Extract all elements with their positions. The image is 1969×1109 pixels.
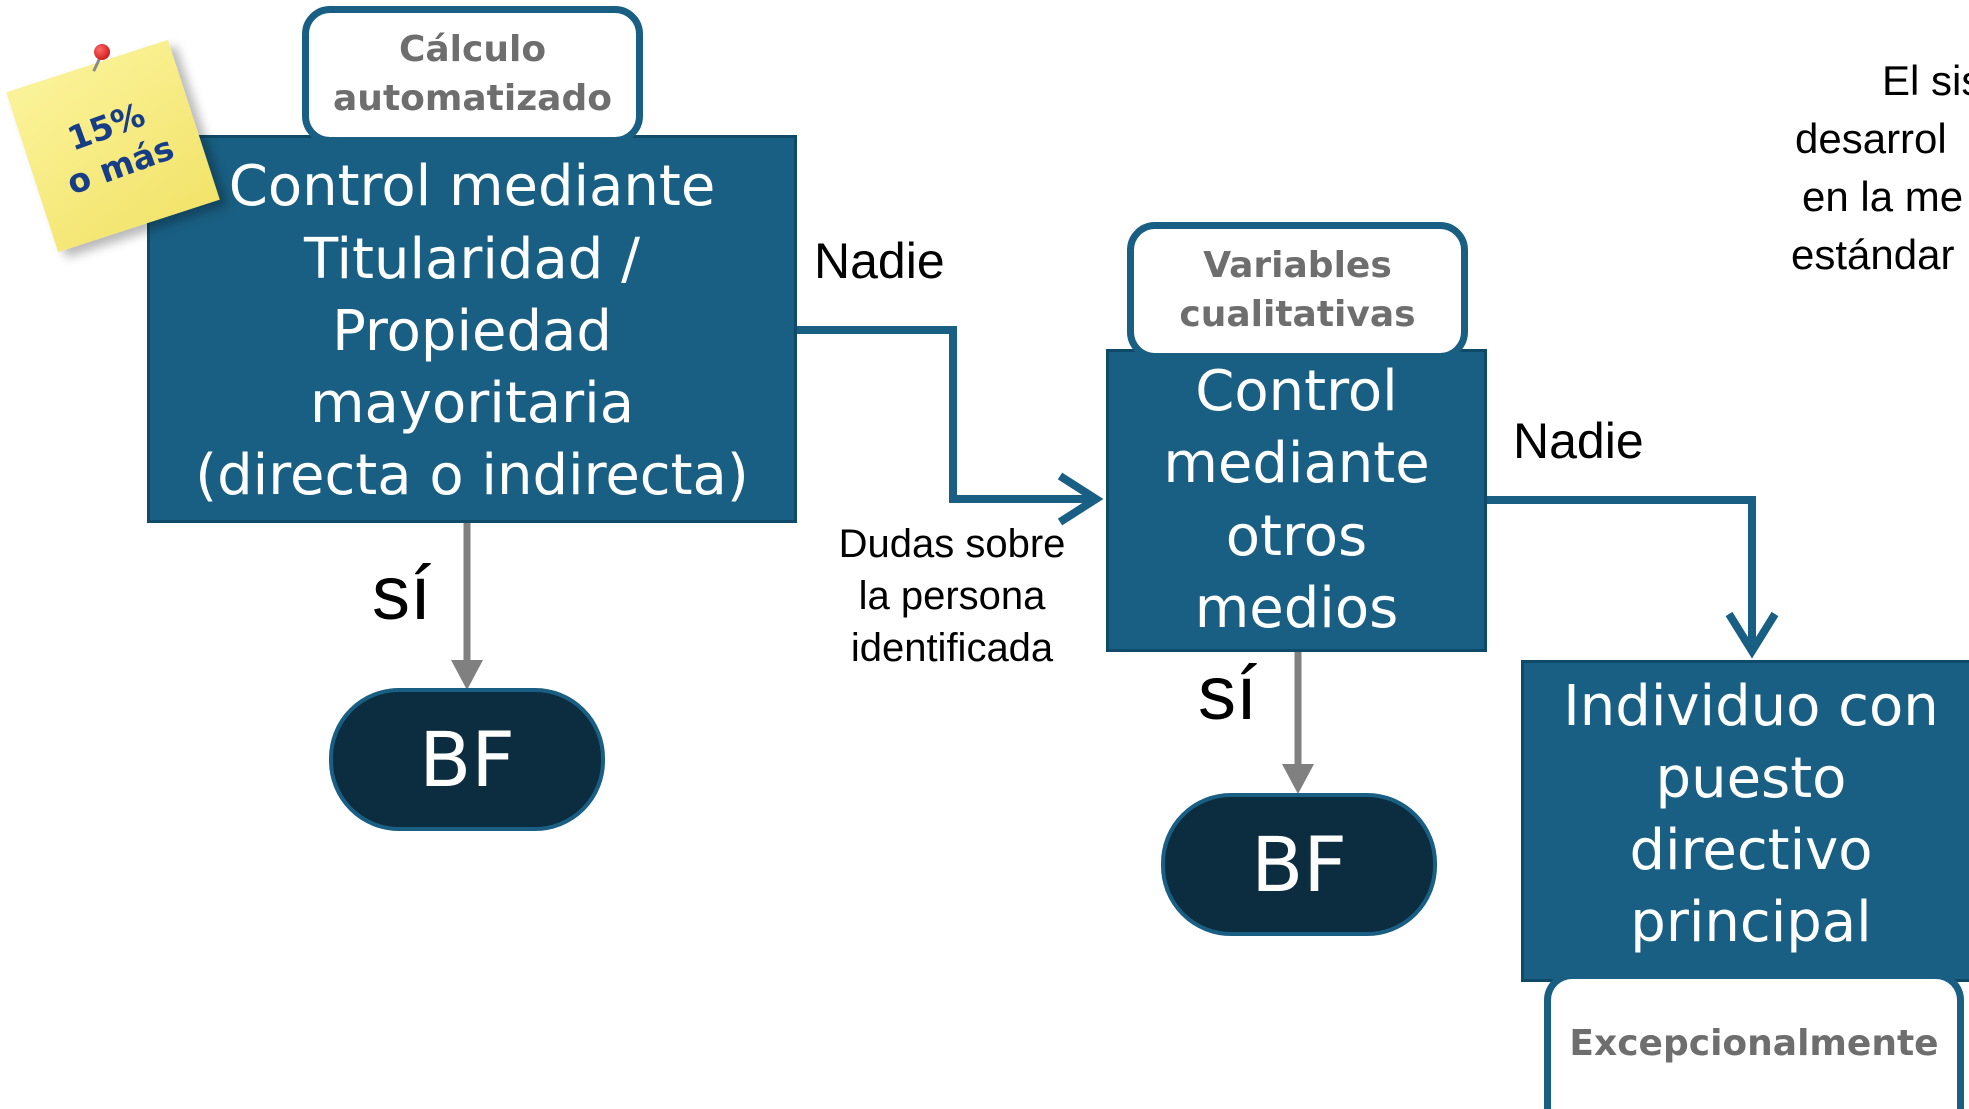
control-other-means-text: Control mediante otros medios xyxy=(1163,359,1430,641)
arrow-nadie-1 xyxy=(795,326,1095,503)
bf-terminal-1: BF xyxy=(329,688,605,831)
si-label-2: sí xyxy=(1198,651,1258,736)
arrowhead-si-1 xyxy=(451,660,483,690)
senior-official-box: Individuo con puesto directivo principal xyxy=(1521,660,1969,982)
side-note-line-1: El sis xyxy=(1882,57,1969,104)
control-ownership-box: Control mediante Titularidad / Propiedad… xyxy=(147,135,797,523)
si-label-1: sí xyxy=(372,551,432,636)
automated-calculation-tag: Cálculo automatizado xyxy=(302,6,643,144)
side-note-line-2: desarrol xyxy=(1795,115,1947,162)
arrowhead-nadie-2 xyxy=(1725,611,1779,659)
pushpin-icon xyxy=(88,44,114,74)
doubts-label: Dudas sobre la persona identificada xyxy=(838,522,1066,670)
bf-terminal-2: BF xyxy=(1161,793,1437,936)
side-note-line-3: en la me xyxy=(1802,173,1964,220)
nadie-label-2: Nadie xyxy=(1513,413,1644,469)
exceptionally-tag: Excepcionalmente xyxy=(1544,972,1964,1109)
side-note-line-4: estándar xyxy=(1791,231,1955,278)
senior-official-text: Individuo con puesto directivo principal xyxy=(1563,673,1939,956)
arrowhead-si-2 xyxy=(1282,764,1314,794)
sticky-note-text: 15% o más xyxy=(61,94,179,203)
nadie-label-1: Nadie xyxy=(814,233,945,289)
arrowhead-nadie-1 xyxy=(1057,472,1104,526)
side-note: El sis desarrol en la me estándar xyxy=(1760,52,1969,292)
control-ownership-text: Control mediante Titularidad / Propiedad… xyxy=(195,154,749,509)
control-other-means-box: Control mediante otros medios xyxy=(1106,349,1487,652)
qualitative-variables-tag: Variables cualitativas xyxy=(1127,222,1468,360)
arrow-nadie-2 xyxy=(1487,496,1756,650)
